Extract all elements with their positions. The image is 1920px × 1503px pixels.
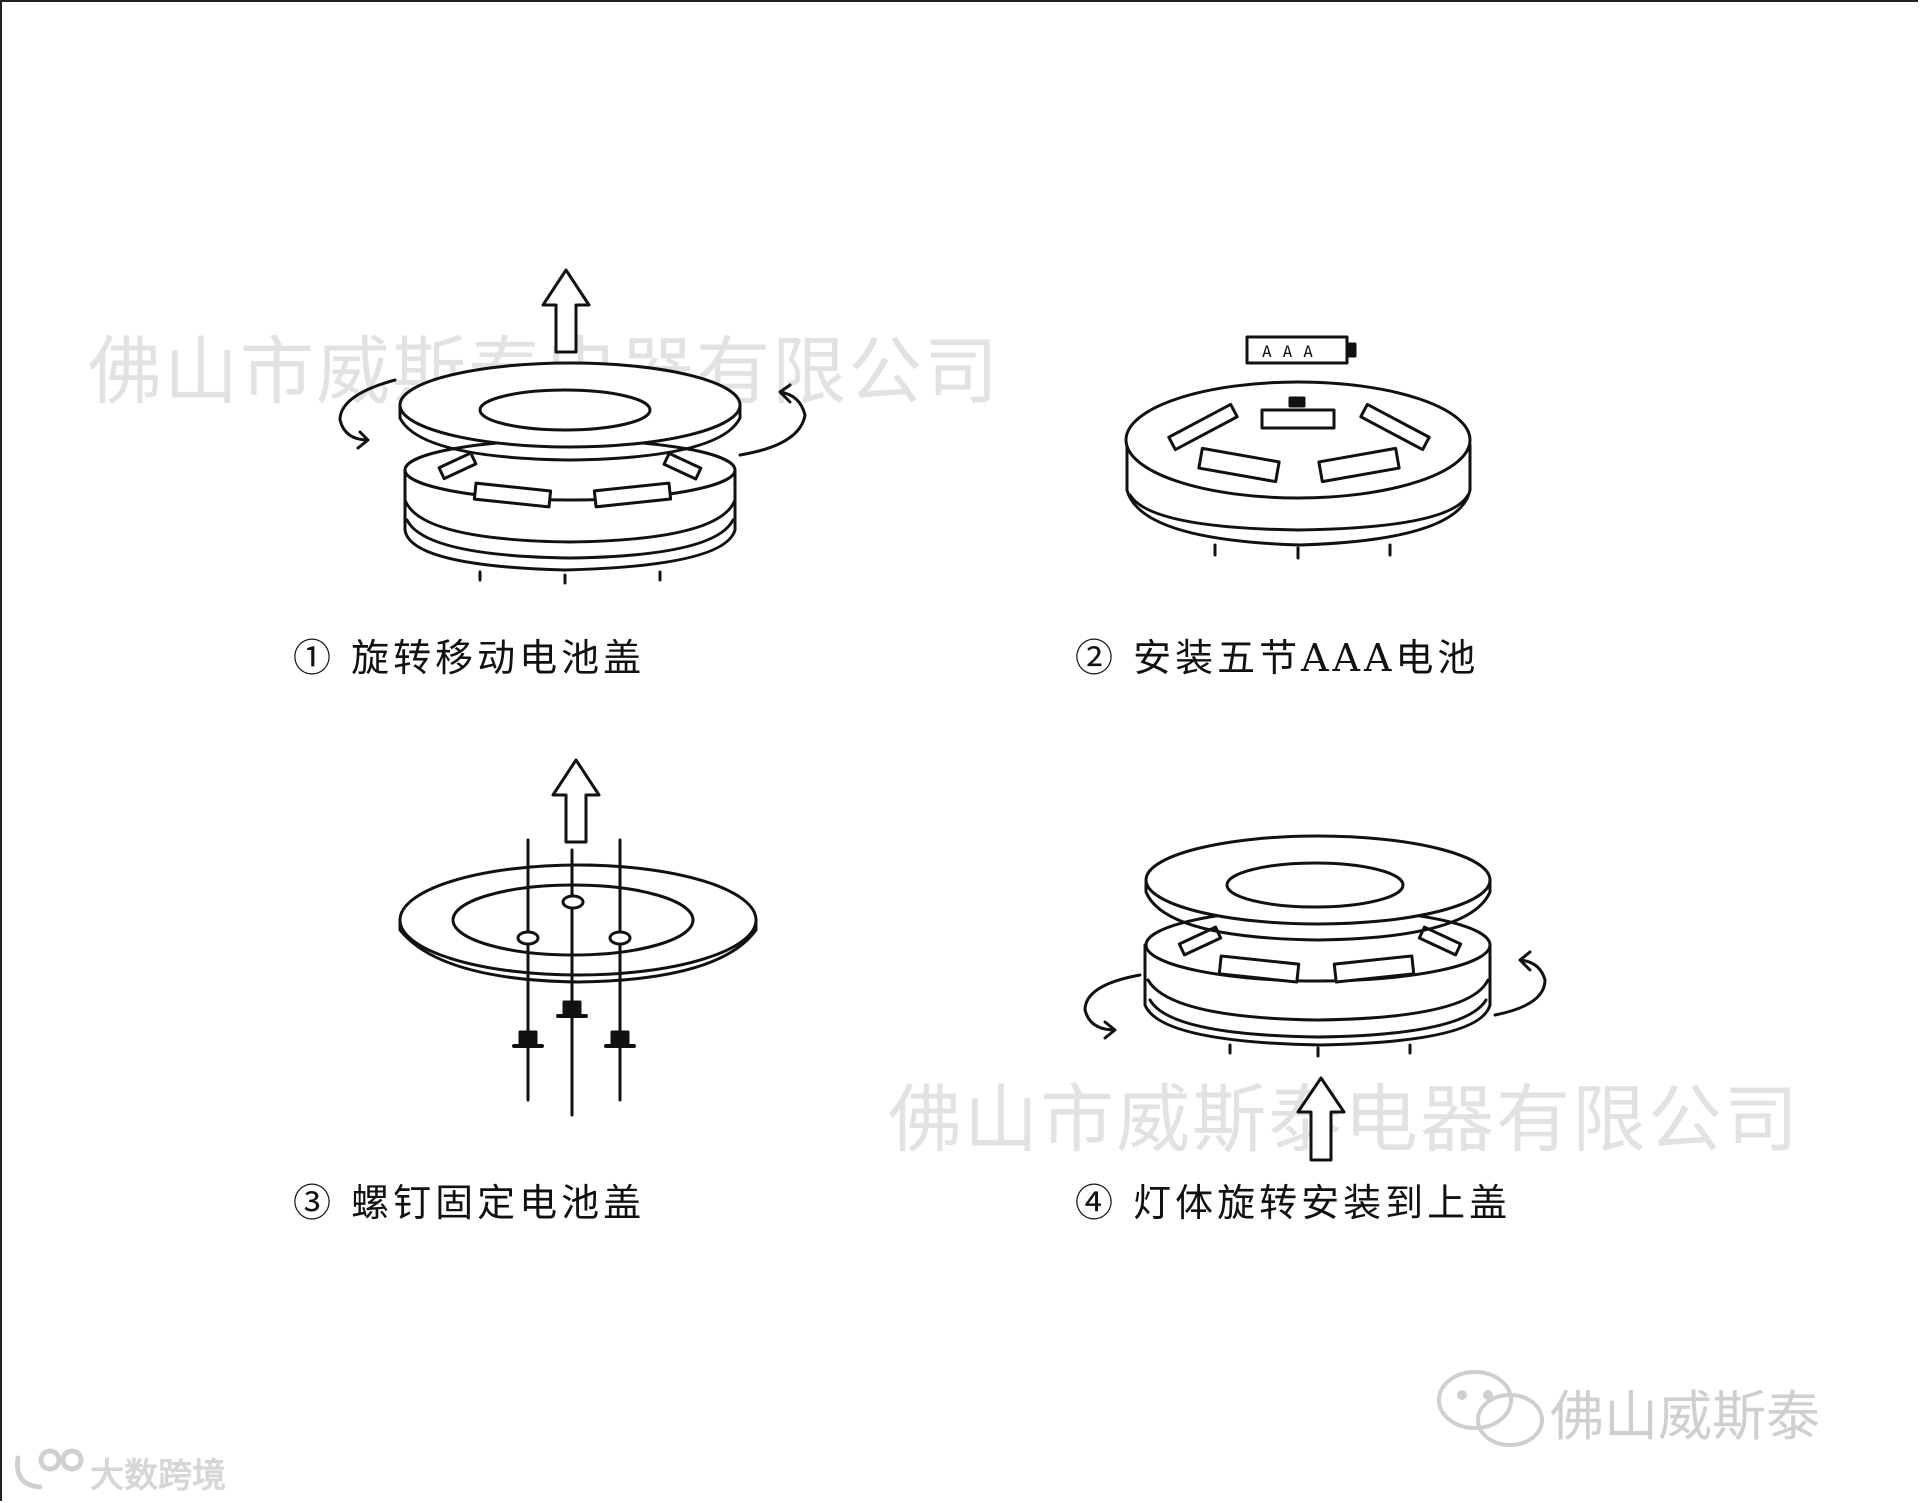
step4-illustration: [1085, 836, 1545, 1160]
battery-mark: A: [1303, 342, 1324, 361]
battery-mark: A: [1283, 342, 1304, 361]
step4-lid: [1146, 836, 1490, 924]
step3-up-arrow: [553, 760, 599, 842]
screw-icon: [558, 1002, 586, 1016]
screw-icon: [606, 1032, 634, 1046]
step1-lid: [400, 363, 740, 447]
step1-up-arrow: [543, 270, 589, 352]
step4-rotate-arrow-left: [1085, 975, 1140, 1038]
step2-caption: ② 安装五节AAA电池: [1075, 627, 1479, 682]
screw-icon: [514, 1032, 542, 1046]
step1-rotate-arrow-right: [740, 385, 805, 455]
step1-rotate-arrow-left: [340, 380, 395, 448]
wechat-icon: [1439, 1372, 1542, 1445]
step3-caption: ③ 螺钉固定电池盖: [293, 1172, 645, 1227]
step1-caption: ① 旋转移动电池盖: [293, 627, 645, 682]
battery-marks: AAA: [1262, 342, 1324, 361]
wechat-watermark: 佛山威斯泰: [1550, 1372, 1820, 1451]
step1-illustration: [340, 270, 805, 583]
battery-mark: A: [1262, 342, 1283, 361]
corner-logo-icon: [17, 1451, 81, 1487]
step4-caption: ④ 灯体旋转安装到上盖: [1075, 1172, 1511, 1227]
corner-watermark: 大数跨境: [90, 1448, 226, 1497]
step4-up-arrow: [1298, 1078, 1344, 1160]
step3-illustration: [400, 760, 756, 1115]
step2-illustration: [1126, 337, 1470, 558]
step4-rotate-arrow-right: [1495, 952, 1545, 1015]
